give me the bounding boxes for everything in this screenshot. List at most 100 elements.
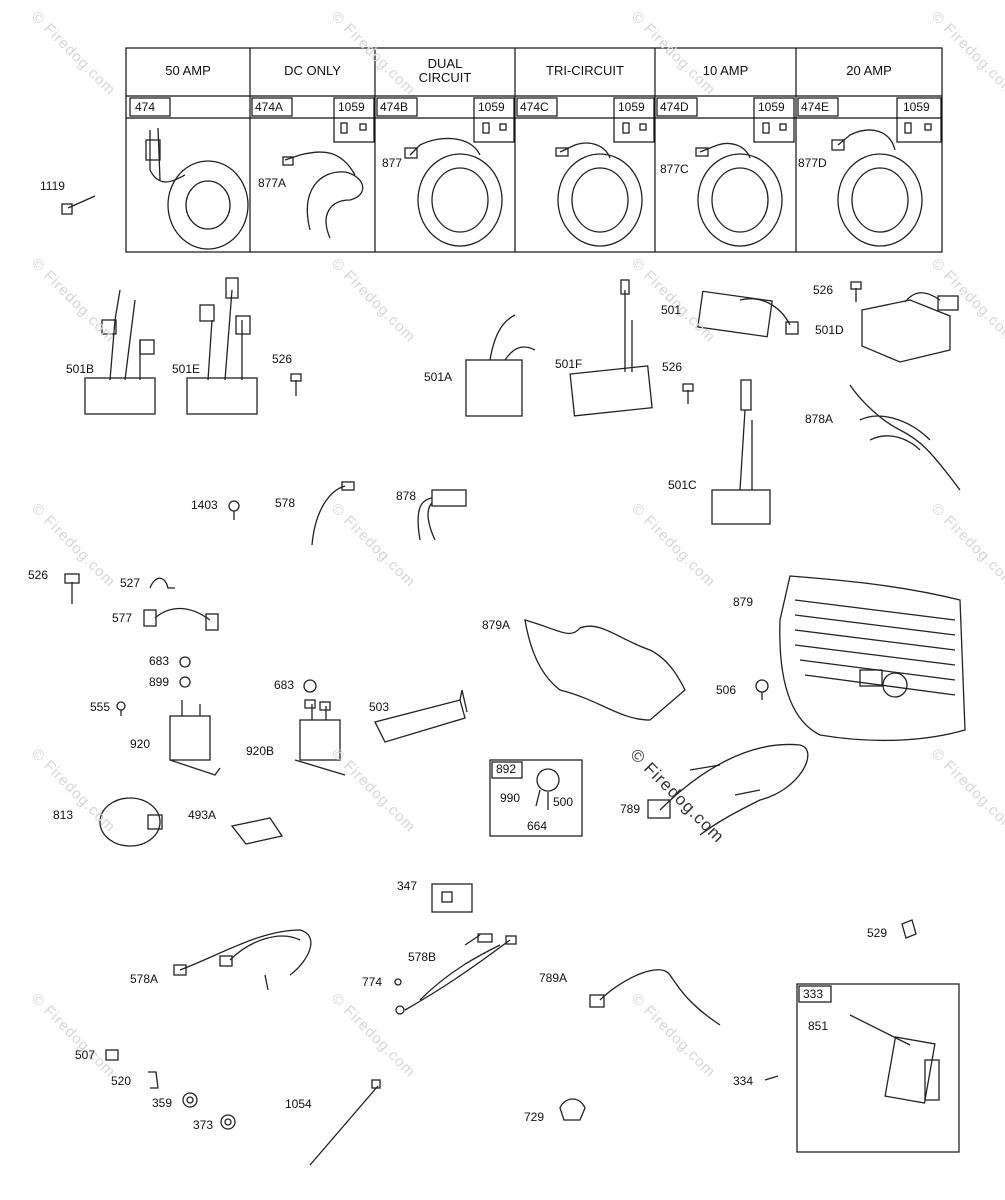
part-callout: 878A — [805, 412, 834, 426]
nut-683-icon-b — [303, 679, 317, 693]
part-callout: 555 — [90, 700, 111, 714]
stator-474C-icon — [555, 122, 647, 247]
part-callout: 578B — [408, 950, 437, 964]
harness-789-icon — [647, 743, 809, 836]
clamp-813-icon — [99, 797, 163, 847]
table-hardware-number: 1059 — [338, 100, 365, 114]
tie-1054-icon — [309, 1079, 381, 1166]
part-callout: 501A — [424, 370, 453, 384]
bolt-526-icon-d — [64, 573, 80, 604]
table-part-number: 474B — [380, 100, 409, 114]
part-callout: 529 — [867, 926, 888, 940]
part-callout: 527 — [120, 576, 141, 590]
switch-347-icon — [431, 883, 473, 913]
table-hardware-number: 1059 — [478, 100, 505, 114]
part-callout: 1119 — [40, 179, 65, 193]
part-callout: 359 — [152, 1096, 173, 1110]
screw-555-icon — [116, 701, 126, 716]
nut-683-icon-a — [179, 656, 191, 668]
bracket-503-icon — [374, 689, 468, 743]
rectifier-501E-icon — [186, 277, 258, 415]
part-callout: 347 — [397, 879, 418, 893]
part-callout: 526 — [272, 352, 293, 366]
screw-1403-icon — [228, 500, 240, 520]
part-callout: 578 — [275, 496, 296, 510]
part-callout: 493A — [188, 808, 217, 822]
part-callout: 920B — [246, 744, 275, 758]
part-callout: 789 — [620, 802, 641, 816]
table-header: 20 AMP — [846, 63, 892, 78]
part-callout: 506 — [716, 683, 737, 697]
part-callout: 877C — [660, 162, 689, 176]
table-part-number: 474D — [660, 100, 689, 114]
table-part-number: 474C — [520, 100, 549, 114]
part-callout: 899 — [149, 675, 170, 689]
solenoid-920-icon — [169, 700, 221, 776]
stator-table — [125, 47, 943, 253]
part-callout: 683 — [149, 654, 170, 668]
part-callout: 877A — [258, 176, 287, 190]
part-callout: 501B — [66, 362, 95, 376]
part-callout: 526 — [662, 360, 683, 374]
part-callout: 520 — [111, 1074, 132, 1088]
part-callout: 729 — [524, 1110, 545, 1124]
part-callout: 501D — [815, 323, 844, 337]
regulator-501F-icon — [569, 279, 653, 417]
clip-527-icon — [149, 577, 175, 589]
part-callout: 774 — [362, 975, 383, 989]
rectifier-501B-icon — [84, 289, 156, 415]
part-callout: 813 — [53, 808, 74, 822]
stator-474B-icon — [404, 122, 507, 247]
washer-899-icon — [179, 676, 191, 688]
part-callout: 501E — [172, 362, 201, 376]
clip-529-icon — [901, 919, 917, 939]
part-callout: 789A — [539, 971, 568, 985]
table-header: 10 AMP — [702, 63, 749, 78]
part-callout: 879A — [482, 618, 511, 632]
part-callout: 578A — [130, 972, 159, 986]
nut-373-icon — [220, 1114, 236, 1130]
part-callout: 577 — [112, 611, 133, 625]
part-callout: 526 — [28, 568, 49, 582]
clip-729-icon — [559, 1098, 586, 1121]
part-callout: 373 — [193, 1118, 214, 1132]
table-hardware-number: 1059 — [903, 100, 930, 114]
stator-474-icon — [145, 127, 249, 250]
table-part-number: 474 — [135, 100, 156, 114]
table-part-number: 474E — [801, 100, 830, 114]
stator-474A-icon — [282, 122, 367, 239]
part-callout: 500 — [553, 795, 574, 809]
switch-892-box — [489, 759, 583, 837]
table-header: DUAL CIRCUIT — [418, 56, 472, 85]
part-callout: 664 — [527, 819, 548, 833]
bolt-526-icon-a — [290, 373, 302, 396]
part-callout: 892 — [496, 762, 517, 776]
harness-789A-icon — [589, 969, 721, 1026]
clip-520-icon — [148, 1071, 159, 1089]
screw-334-icon — [764, 1075, 779, 1081]
table-header: DC ONLY — [284, 63, 341, 78]
part-callout: 333 — [803, 987, 824, 1001]
part-callout: 683 — [274, 678, 295, 692]
harness-578A-icon — [173, 929, 312, 991]
wire-578-icon — [311, 481, 355, 546]
part-callout: 503 — [369, 700, 390, 714]
table-header: TRI-CIRCUIT — [546, 63, 624, 78]
coil-333-box — [796, 983, 960, 1153]
part-callout: 501 — [661, 303, 682, 317]
shroud-879-icon — [779, 575, 966, 742]
cable-577-icon — [143, 607, 219, 631]
bolt-526-icon-c — [850, 281, 862, 302]
screw-506-icon — [755, 679, 769, 700]
harness-578B-icon — [395, 933, 517, 1015]
part-callout: 920 — [130, 737, 151, 751]
part-callout: 334 — [733, 1074, 754, 1088]
regulator-501D-icon — [861, 292, 959, 363]
table-header: 50 AMP — [165, 63, 211, 78]
connector-878-icon — [417, 489, 467, 541]
bracket-493A-icon — [230, 817, 284, 845]
regulator-501A-icon — [465, 314, 536, 417]
part-callout: 526 — [813, 283, 834, 297]
stator-474E-icon — [831, 122, 932, 247]
